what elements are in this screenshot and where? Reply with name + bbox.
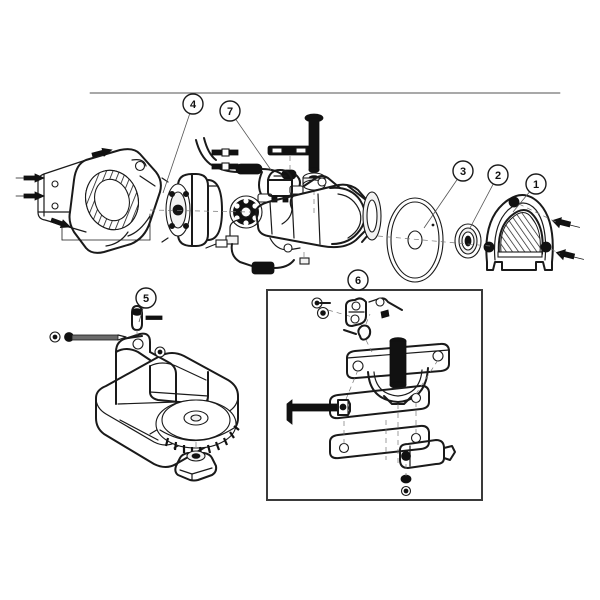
callout-6-bubble[interactable] bbox=[347, 269, 369, 291]
callout-7[interactable]: 7 bbox=[219, 100, 241, 122]
assembly-axis-line bbox=[149, 209, 251, 213]
gear-housing-cover bbox=[37, 148, 162, 254]
callout-4[interactable]: 4 bbox=[182, 93, 204, 115]
callout-7-leader bbox=[235, 118, 272, 171]
callout-5-leader bbox=[138, 307, 144, 323]
callout-3-label: 3 bbox=[460, 166, 466, 178]
guard-screws bbox=[518, 203, 584, 261]
callout-2[interactable]: 2 bbox=[487, 164, 509, 186]
callout-5-label: 5 bbox=[143, 293, 149, 305]
callout-3-leader bbox=[423, 179, 458, 229]
clamp-small-hardware bbox=[311, 297, 403, 353]
locking-knob bbox=[174, 442, 218, 482]
gearbox-spindle-housing bbox=[205, 175, 382, 275]
callout-leaders bbox=[138, 113, 530, 323]
callout-7-label: 7 bbox=[227, 106, 233, 118]
wheel-guard bbox=[483, 194, 554, 271]
clamp-hex-bolt bbox=[286, 399, 351, 425]
callout-7-bubble[interactable] bbox=[219, 100, 241, 122]
assembly-axis-line-right bbox=[377, 235, 491, 247]
callout-2-bubble[interactable] bbox=[487, 164, 509, 186]
callout-1-leader bbox=[512, 191, 530, 213]
callout-2-leader bbox=[469, 183, 494, 229]
callout-group: 1 2 3 4 5 6 7 bbox=[135, 93, 547, 309]
callout-1-bubble[interactable] bbox=[525, 173, 547, 195]
callout-4-leader bbox=[162, 113, 191, 194]
callout-3[interactable]: 3 bbox=[452, 160, 474, 182]
callout-5-bubble[interactable] bbox=[135, 287, 157, 309]
base-plate-assembly bbox=[95, 332, 239, 468]
callout-4-bubble[interactable] bbox=[182, 93, 204, 115]
motor-field-housing bbox=[161, 173, 223, 247]
power-cord-strain-relief bbox=[195, 137, 304, 225]
callout-2-label: 2 bbox=[495, 170, 501, 182]
callout-3-bubble[interactable] bbox=[452, 160, 474, 182]
abrasive-disc bbox=[386, 197, 444, 283]
callout-1-label: 1 bbox=[533, 179, 539, 191]
callout-4-label: 4 bbox=[190, 99, 197, 111]
callout-1[interactable]: 1 bbox=[525, 173, 547, 195]
housing-screws bbox=[15, 147, 151, 241]
callout-6[interactable]: 6 bbox=[347, 269, 369, 291]
brush-holder-caps bbox=[267, 145, 315, 170]
callout-6-label: 6 bbox=[355, 275, 361, 287]
trigger-switch bbox=[267, 169, 293, 203]
pivot-shaft-and-washers bbox=[49, 305, 166, 358]
terminal-connectors bbox=[211, 148, 239, 171]
detail-inset-box bbox=[266, 289, 483, 501]
clamp-jaw-link bbox=[399, 439, 456, 497]
inner-outer-flange bbox=[454, 223, 482, 259]
miter-scale-gear-ring bbox=[155, 399, 240, 456]
callout-5[interactable]: 5 bbox=[135, 287, 157, 309]
